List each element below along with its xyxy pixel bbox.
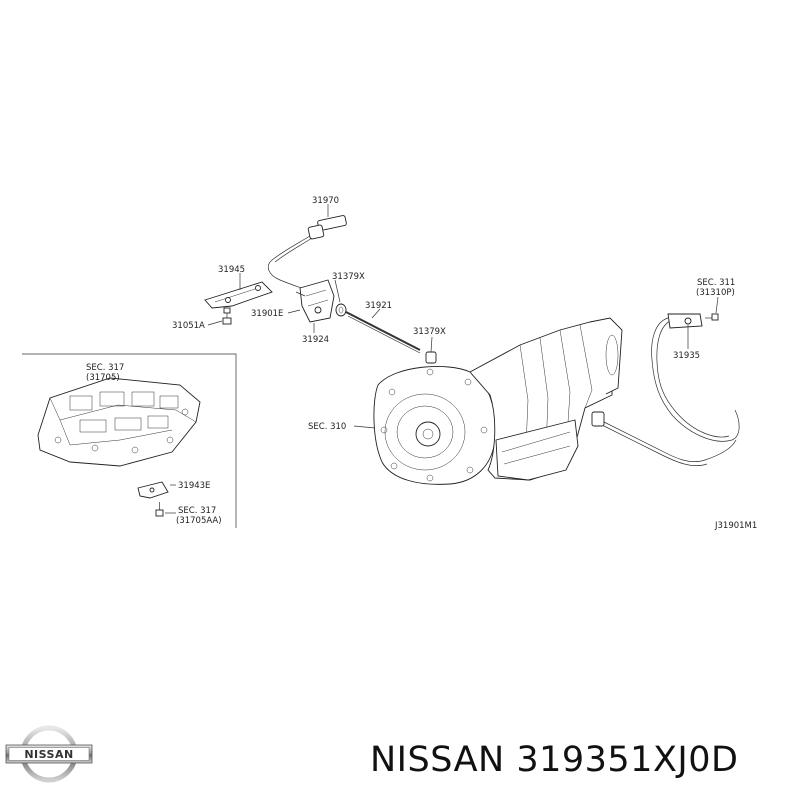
shaft-31921 (345, 311, 421, 354)
leader-lines (165, 204, 719, 514)
callout-sec-311-ref: (31310P) (696, 288, 735, 298)
callout-31924: 31924 (302, 335, 329, 345)
callout-31901e: 31901E (251, 309, 283, 319)
bolt-31705aa (155, 502, 164, 517)
callout-31379x-upper: 31379X (332, 272, 365, 282)
part-number-caption: NISSAN 319351XJ0D (370, 740, 739, 780)
control-valve-assembly (37, 377, 201, 467)
logo-wordmark: NISSAN (24, 748, 73, 761)
diagram-code: J31901M1 (714, 521, 757, 531)
seal-31379x-upper (335, 303, 347, 317)
callout-31921: 31921 (365, 301, 392, 311)
callout-sec-317-lower-ref: (31705AA) (176, 516, 222, 526)
switch-31924 (295, 279, 335, 323)
bracket-31943e (137, 481, 169, 499)
callout-31970: 31970 (312, 196, 339, 206)
callout-sec-317-lower: SEC. 317 (178, 506, 216, 516)
bolt-31051a (222, 307, 232, 325)
callout-31051a: 31051A (172, 321, 205, 331)
callout-31943e: 31943E (178, 481, 210, 491)
transmission-assembly (373, 317, 623, 485)
callout-sec-317-ref: (31705) (86, 373, 120, 383)
seal-31379x-lower (425, 351, 437, 364)
callout-31945: 31945 (218, 265, 245, 275)
harness-loop-31935 (591, 313, 740, 467)
callout-31379x-lower: 31379X (413, 327, 446, 337)
nissan-logo: NISSAN (5, 725, 93, 783)
callout-sec-317: SEC. 317 (86, 363, 124, 373)
callout-sec-310: SEC. 310 (308, 422, 346, 432)
callout-sec-311: SEC. 311 (697, 278, 735, 288)
callout-31935: 31935 (673, 351, 700, 361)
bracket-31945 (204, 281, 273, 309)
inset-box (22, 353, 237, 528)
sensor-harness-31970 (267, 215, 347, 293)
